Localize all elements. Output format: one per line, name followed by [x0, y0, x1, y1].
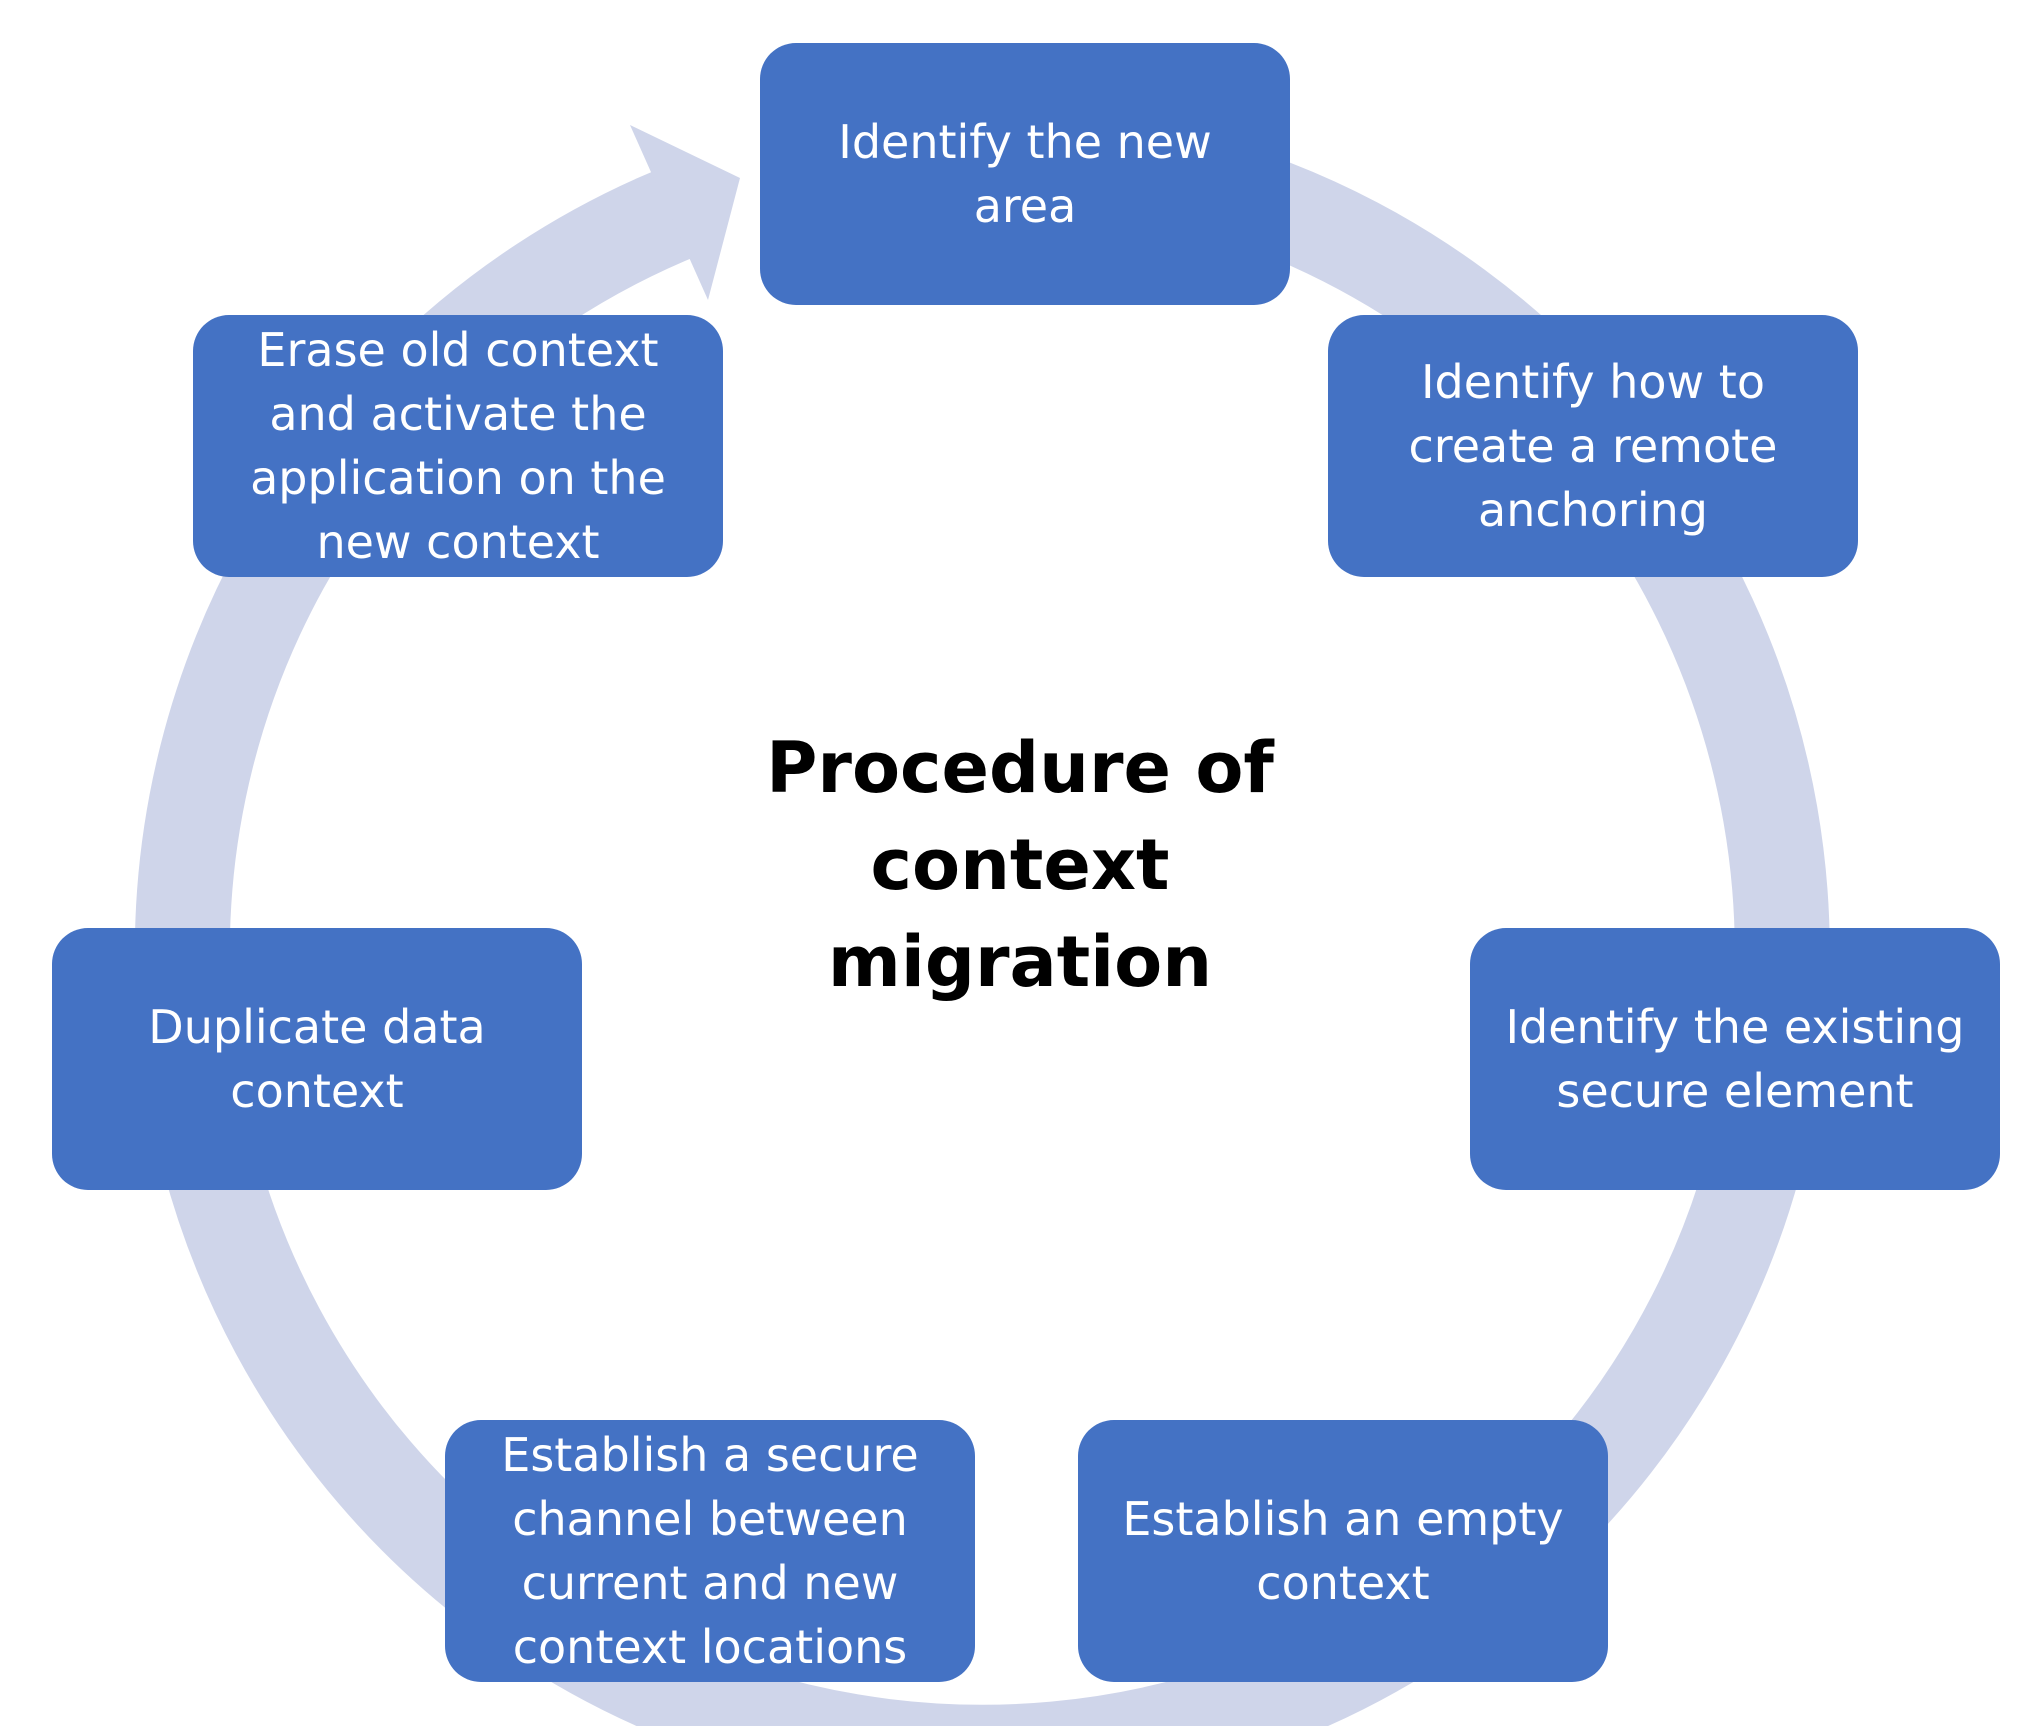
step-identify-secure-element: Identify the existing secure element — [1470, 928, 2000, 1190]
step-label: Identify the existing secure element — [1505, 1000, 1965, 1118]
diagram-title: Procedure of context migration — [766, 727, 1274, 1003]
step-label: Erase old context and activate the appli… — [250, 323, 666, 569]
step-establish-empty-context: Establish an empty context — [1078, 1420, 1608, 1682]
cycle-arrowhead — [630, 125, 740, 300]
step-duplicate-data-context: Duplicate data context — [52, 928, 582, 1190]
step-erase-old-context: Erase old context and activate the appli… — [193, 315, 723, 577]
step-label: Duplicate data context — [148, 1000, 486, 1118]
step-identify-new-area: Identify the new area — [760, 43, 1290, 305]
step-identify-remote-anchoring: Identify how to create a remote anchorin… — [1328, 315, 1858, 577]
step-label: Establish an empty context — [1122, 1492, 1564, 1610]
step-label: Establish a secure channel between curre… — [501, 1428, 919, 1674]
cycle-ring-band — [134, 119, 1830, 1726]
step-label: Identify the new area — [838, 115, 1212, 233]
step-label: Identify how to create a remote anchorin… — [1408, 355, 1778, 537]
step-establish-secure-channel: Establish a secure channel between curre… — [445, 1420, 975, 1682]
